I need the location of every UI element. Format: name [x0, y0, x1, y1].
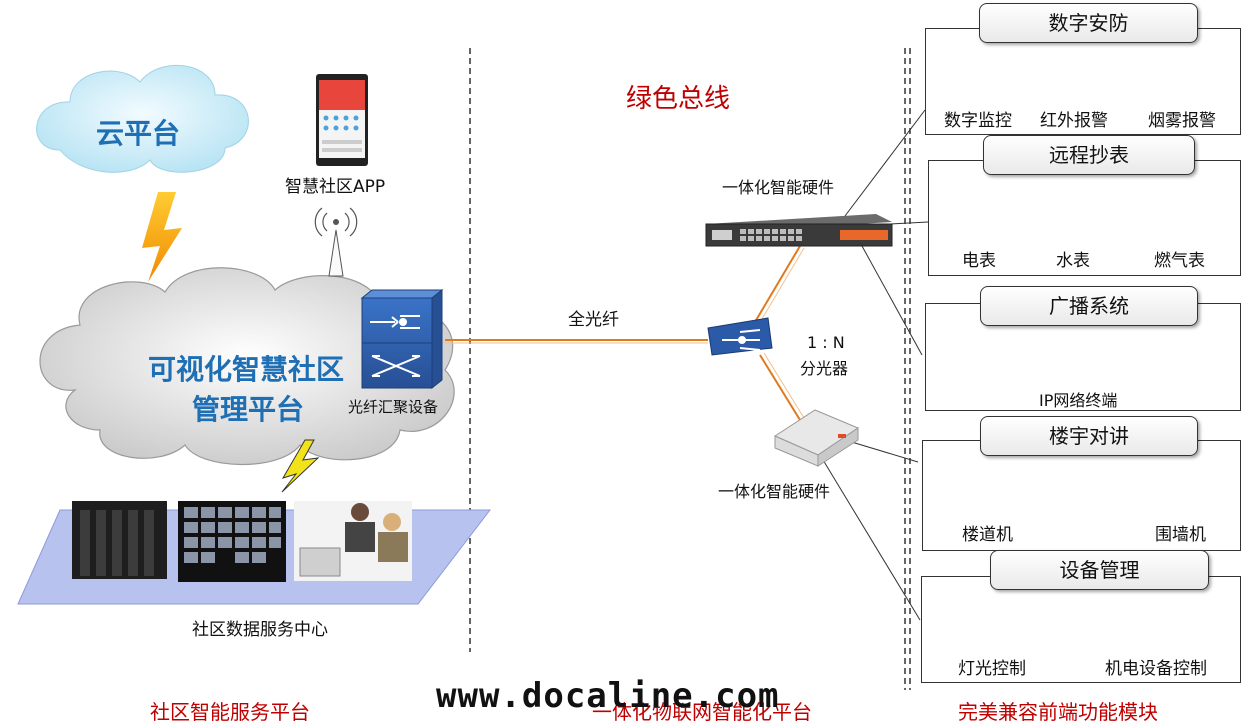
module-intercom-panel	[922, 440, 1241, 551]
datacenter-photos	[72, 501, 412, 582]
hardware-top-label: 一体化智能硬件	[722, 178, 835, 197]
item-light-control: 灯光控制	[958, 659, 1026, 679]
item-gas-meter: 燃气表	[1154, 251, 1205, 271]
item-wall-unit: 围墙机	[1155, 525, 1206, 545]
item-infrared-alarm: 红外报警	[1040, 111, 1108, 131]
fiber-bottom	[759, 354, 801, 421]
item-motor-control: 机电设备控制	[1105, 659, 1207, 679]
aggregation-device-icon	[360, 288, 444, 390]
module-intercom-title: 楼宇对讲	[980, 416, 1198, 456]
item-electric-meter: 电表	[962, 251, 996, 271]
aggregation-device-label: 光纤汇聚设备	[348, 398, 439, 416]
green-bus-label: 绿色总线	[626, 84, 731, 114]
fiber-top	[754, 245, 801, 323]
module-metering-title: 远程抄表	[983, 135, 1195, 175]
lightning-bolt-bottom	[281, 439, 320, 493]
item-water-meter: 水表	[1056, 251, 1090, 271]
footer-middle: 一体化物联网智能化平台	[592, 700, 812, 724]
cloud-platform-label: 云平台	[96, 117, 181, 150]
footer-left: 社区智能服务平台	[150, 700, 310, 724]
lightning-bolt-top	[142, 192, 182, 282]
item-digital-monitoring: 数字监控	[944, 111, 1012, 131]
item-ip-terminal: IP网络终端	[1039, 391, 1118, 410]
watermark: www.docaline.com	[436, 676, 780, 716]
antenna-icon	[314, 207, 358, 277]
splitter-label: 分光器	[800, 359, 849, 378]
item-hallway-unit: 楼道机	[962, 525, 1013, 545]
module-broadcast-title: 广播系统	[980, 286, 1198, 326]
module-security-title: 数字安防	[979, 3, 1198, 43]
full-fiber-label: 全光纤	[568, 310, 619, 330]
splitter-icon	[707, 317, 773, 356]
mgmt-platform-line1: 可视化智慧社区	[148, 353, 345, 386]
item-smoke-alarm: 烟雾报警	[1148, 111, 1216, 131]
splitter-ratio-label: 1 : N	[807, 333, 845, 352]
footer-right: 完美兼容前端功能模块	[958, 700, 1158, 724]
module-security-panel	[925, 28, 1241, 135]
management-cloud-shape	[39, 267, 455, 466]
cloud-platform-shape	[36, 64, 249, 173]
mgmt-platform-line2: 管理平台	[192, 393, 305, 426]
integrated-hardware-top-icon	[705, 214, 893, 247]
module-device-mgmt-title: 设备管理	[990, 550, 1209, 590]
app-label: 智慧社区APP	[285, 177, 386, 197]
hardware-bottom-label: 一体化智能硬件	[718, 482, 831, 501]
data-center-label: 社区数据服务中心	[192, 620, 328, 640]
app-phone-icon	[316, 74, 368, 166]
integrated-hardware-bottom-icon	[773, 409, 860, 467]
module-device-mgmt-panel	[921, 576, 1241, 683]
